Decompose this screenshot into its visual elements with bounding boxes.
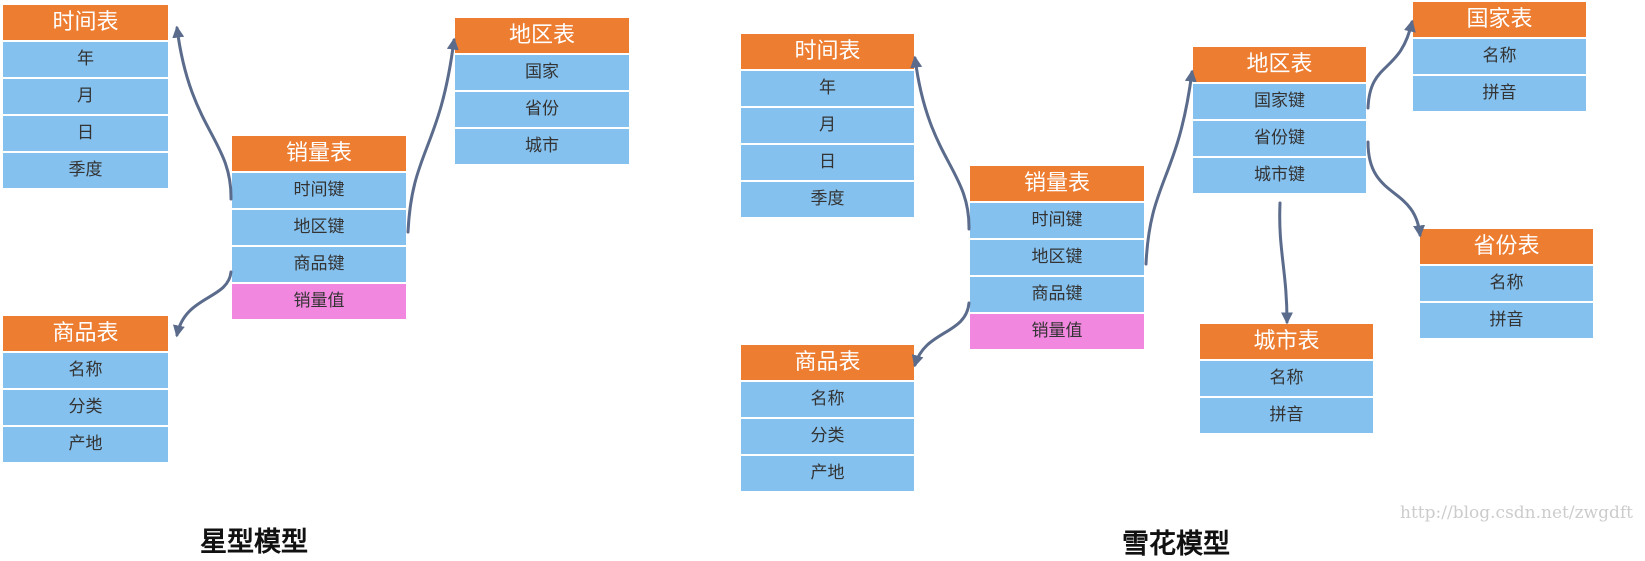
table-field: 季度 (741, 182, 914, 219)
snowflake-country-table: 国家表 名称 拼音 (1413, 2, 1586, 113)
table-field: 分类 (741, 419, 914, 456)
snowflake-time-table: 时间表 年 月 日 季度 (741, 34, 914, 219)
table-field: 商品键 (970, 277, 1144, 314)
table-field: 国家 (455, 55, 629, 92)
arrow-sf-sales-to-product (911, 301, 971, 368)
snowflake-product-table: 商品表 名称 分类 产地 (741, 345, 914, 493)
table-field: 月 (3, 79, 168, 116)
table-field: 城市键 (1193, 158, 1366, 195)
table-measure-field: 销量值 (232, 284, 406, 321)
table-field: 地区键 (970, 240, 1144, 277)
table-title: 城市表 (1200, 324, 1373, 361)
table-field: 日 (3, 116, 168, 153)
table-field: 年 (741, 71, 914, 108)
arrow-sales-to-time (172, 25, 233, 201)
snowflake-model-caption: 雪花模型 (1122, 529, 1230, 560)
table-field: 城市 (455, 129, 629, 166)
star-time-table: 时间表 年 月 日 季度 (3, 5, 168, 190)
star-product-table: 商品表 名称 分类 产地 (3, 316, 168, 464)
table-field: 地区键 (232, 210, 406, 247)
table-title: 地区表 (455, 18, 629, 55)
arrow-region-to-country (1366, 19, 1416, 110)
table-field: 月 (741, 108, 914, 145)
table-field: 年 (3, 42, 168, 79)
table-measure-field: 销量值 (970, 314, 1144, 351)
table-field: 日 (741, 145, 914, 182)
arrow-region-to-province (1366, 140, 1426, 238)
table-field: 名称 (1200, 361, 1373, 398)
table-field: 拼音 (1200, 398, 1373, 435)
table-field: 名称 (1413, 39, 1586, 76)
arrow-sales-to-product (173, 270, 233, 338)
snowflake-region-table: 地区表 国家键 省份键 城市键 (1193, 47, 1366, 195)
table-field: 时间键 (232, 173, 406, 210)
table-field: 分类 (3, 390, 168, 427)
arrow-sales-to-region (406, 37, 459, 234)
table-field: 商品键 (232, 247, 406, 284)
table-title: 地区表 (1193, 47, 1366, 84)
table-title: 商品表 (3, 316, 168, 353)
snowflake-province-table: 省份表 名称 拼音 (1420, 229, 1593, 340)
table-field: 名称 (3, 353, 168, 390)
table-title: 销量表 (232, 136, 406, 173)
table-field: 名称 (741, 382, 914, 419)
table-title: 省份表 (1420, 229, 1593, 266)
star-model-caption: 星型模型 (200, 527, 308, 558)
table-field: 名称 (1420, 266, 1593, 303)
arrow-sf-sales-to-region (1144, 69, 1197, 266)
table-field: 拼音 (1420, 303, 1593, 340)
table-title: 商品表 (741, 345, 914, 382)
table-field: 省份键 (1193, 121, 1366, 158)
table-title: 时间表 (741, 34, 914, 71)
table-field: 时间键 (970, 203, 1144, 240)
table-title: 时间表 (3, 5, 168, 42)
table-field: 季度 (3, 153, 168, 190)
table-title: 国家表 (1413, 2, 1586, 39)
star-sales-table: 销量表 时间键 地区键 商品键 销量值 (232, 136, 406, 321)
table-field: 产地 (3, 427, 168, 464)
arrow-sf-sales-to-time (910, 55, 971, 231)
table-field: 产地 (741, 456, 914, 493)
table-field: 省份 (455, 92, 629, 129)
snowflake-city-table: 城市表 名称 拼音 (1200, 324, 1373, 435)
watermark-url: http://blog.csdn.net/zwgdft (1400, 503, 1633, 523)
table-title: 销量表 (970, 166, 1144, 203)
table-field: 国家键 (1193, 84, 1366, 121)
star-region-table: 地区表 国家 省份 城市 (455, 18, 629, 166)
table-field: 拼音 (1413, 76, 1586, 113)
arrow-region-to-city (1278, 201, 1293, 325)
snowflake-sales-table: 销量表 时间键 地区键 商品键 销量值 (970, 166, 1144, 351)
